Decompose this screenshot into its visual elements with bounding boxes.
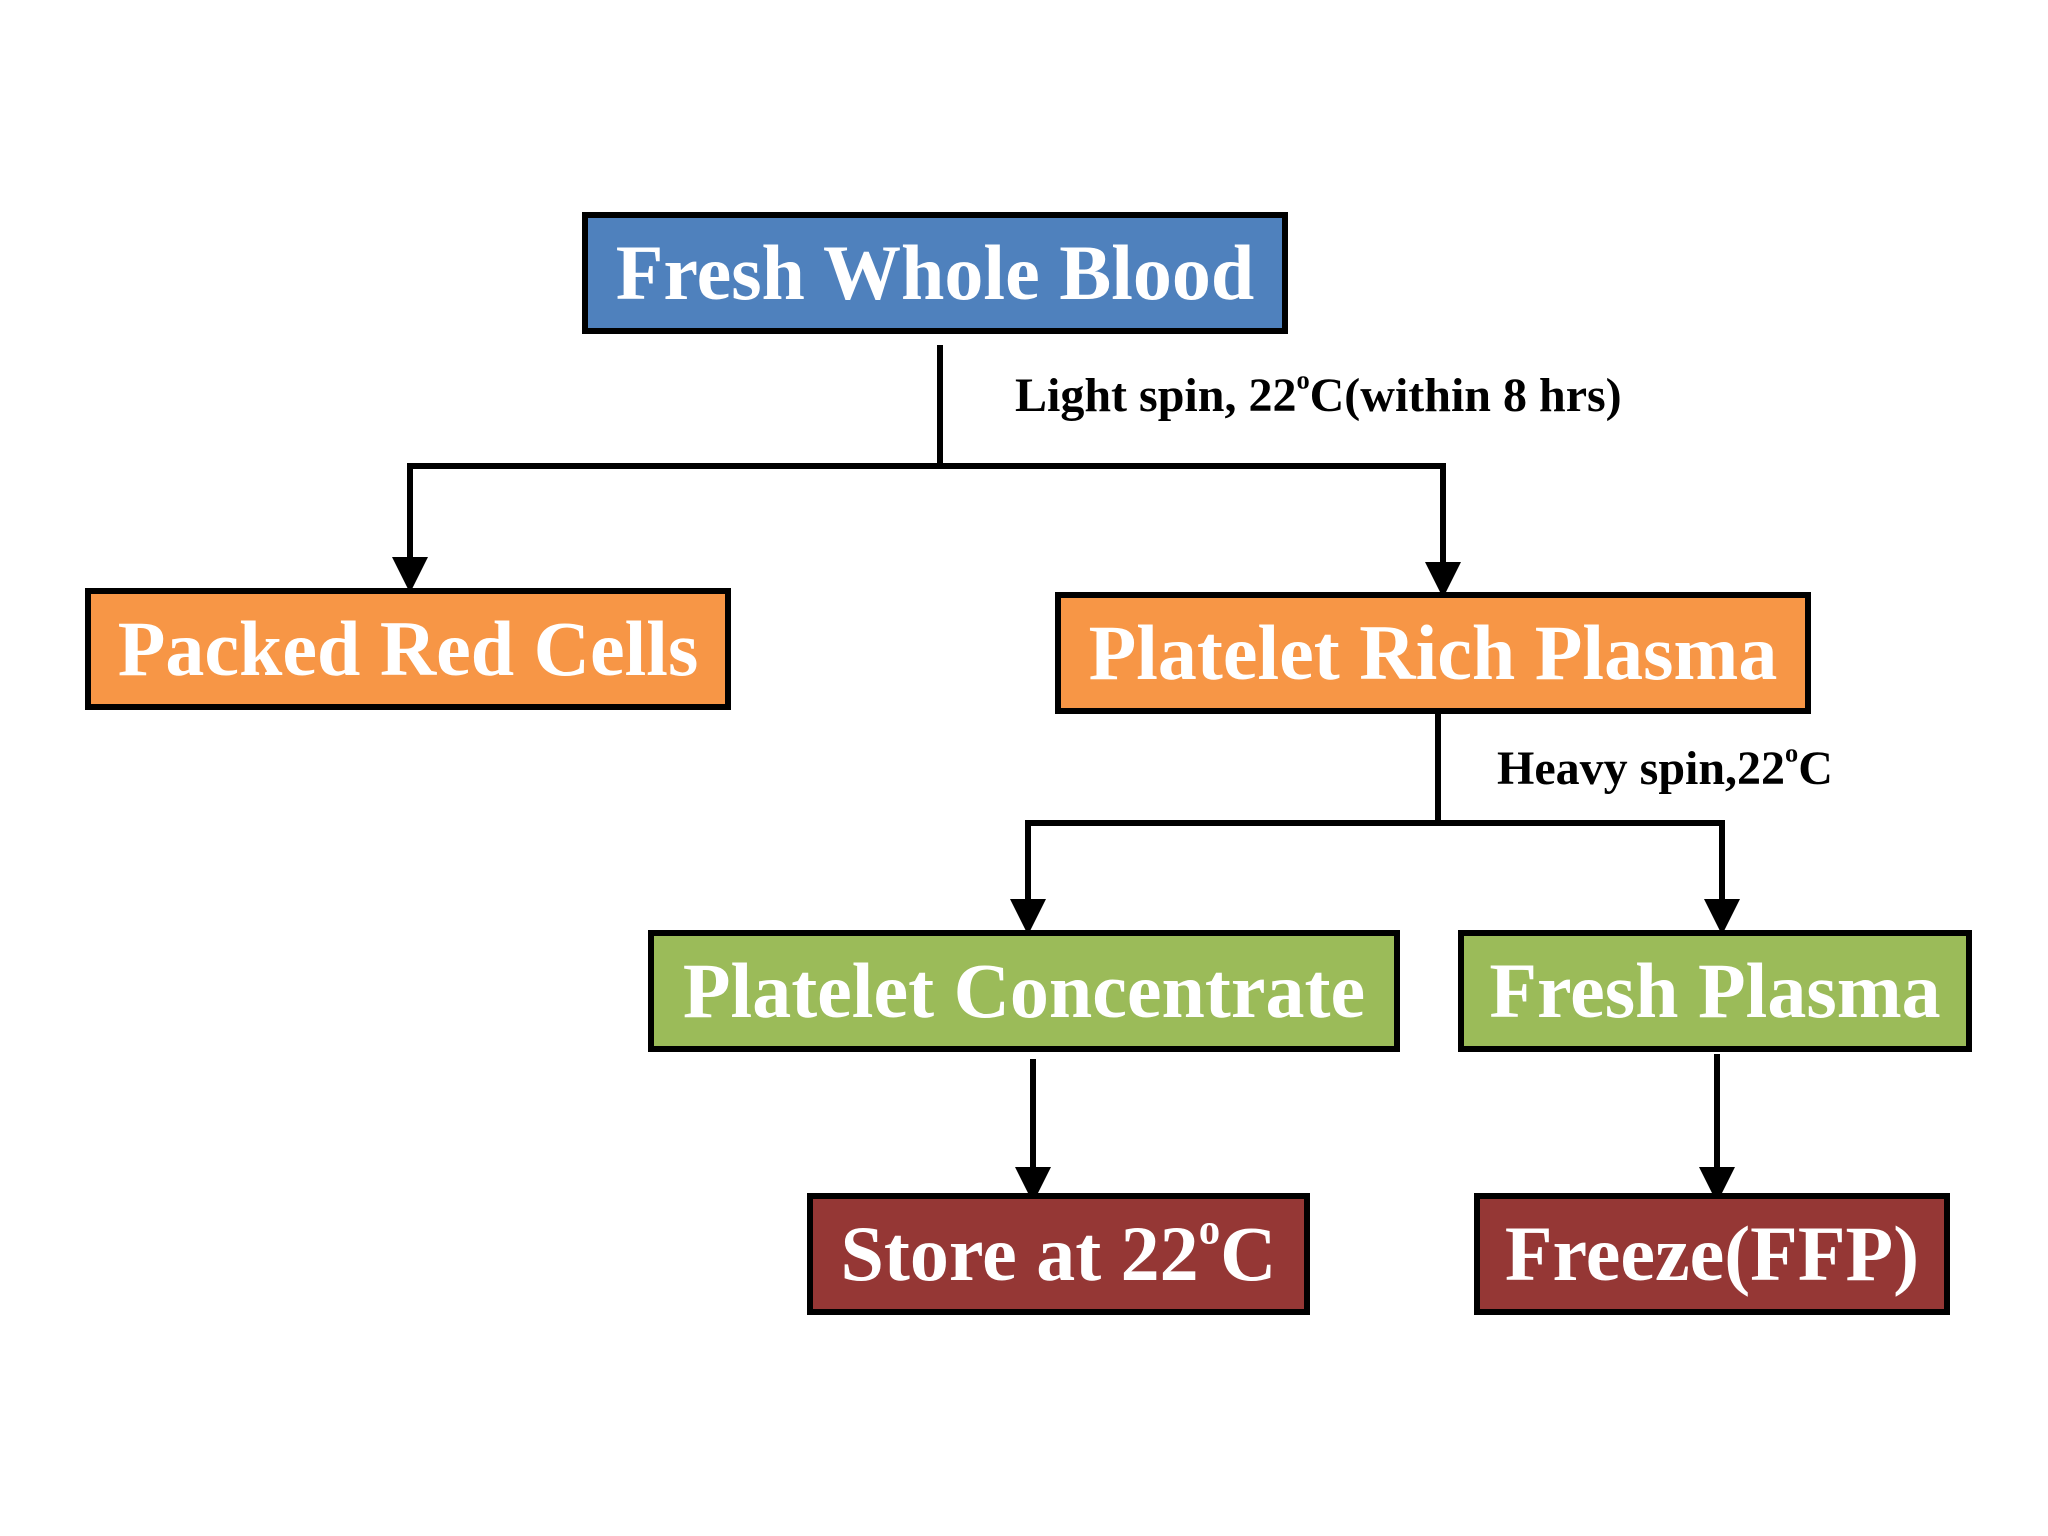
node-platelet-rich-plasma: Platelet Rich Plasma [1055,592,1811,714]
node-freeze: Freeze(FFP) [1474,1193,1950,1315]
edge-label-light-spin-suffix: C(within 8 hrs) [1309,369,1622,422]
edge-label-heavy-spin: Heavy spin,22oC [1497,739,1833,795]
node-freeze-label: Freeze(FFP) [1504,1210,1920,1297]
node-store-label: Store at 22oC [841,1209,1277,1293]
node-packed-red-cells: Packed Red Cells [85,588,731,710]
node-platelet-rich-plasma-label: Platelet Rich Plasma [1088,609,1778,696]
node-store-label-text: Store at 22 [840,1210,1199,1297]
node-fresh-whole-blood-label: Fresh Whole Blood [615,229,1255,316]
node-fresh-plasma-label: Fresh Plasma [1489,947,1941,1034]
node-store-degree: o [1198,1206,1221,1254]
edge-label-heavy-spin-suffix: C [1798,742,1833,795]
edge-label-light-spin-degree: o [1296,364,1310,395]
node-fresh-whole-blood: Fresh Whole Blood [582,212,1288,334]
edge-label-light-spin: Light spin, 22oC(within 8 hrs) [1015,366,1622,422]
node-store-label-suffix: C [1220,1210,1277,1297]
node-store: Store at 22oC [807,1193,1310,1315]
node-platelet-concentrate: Platelet Concentrate [648,930,1400,1052]
node-fresh-plasma: Fresh Plasma [1458,930,1972,1052]
node-packed-red-cells-label: Packed Red Cells [117,605,699,692]
edge-label-heavy-spin-prefix: Heavy spin,22 [1497,742,1786,795]
node-platelet-concentrate-label: Platelet Concentrate [682,947,1366,1034]
edge-label-heavy-spin-degree: o [1785,737,1799,768]
edge-label-light-spin-prefix: Light spin, 22 [1015,369,1297,422]
